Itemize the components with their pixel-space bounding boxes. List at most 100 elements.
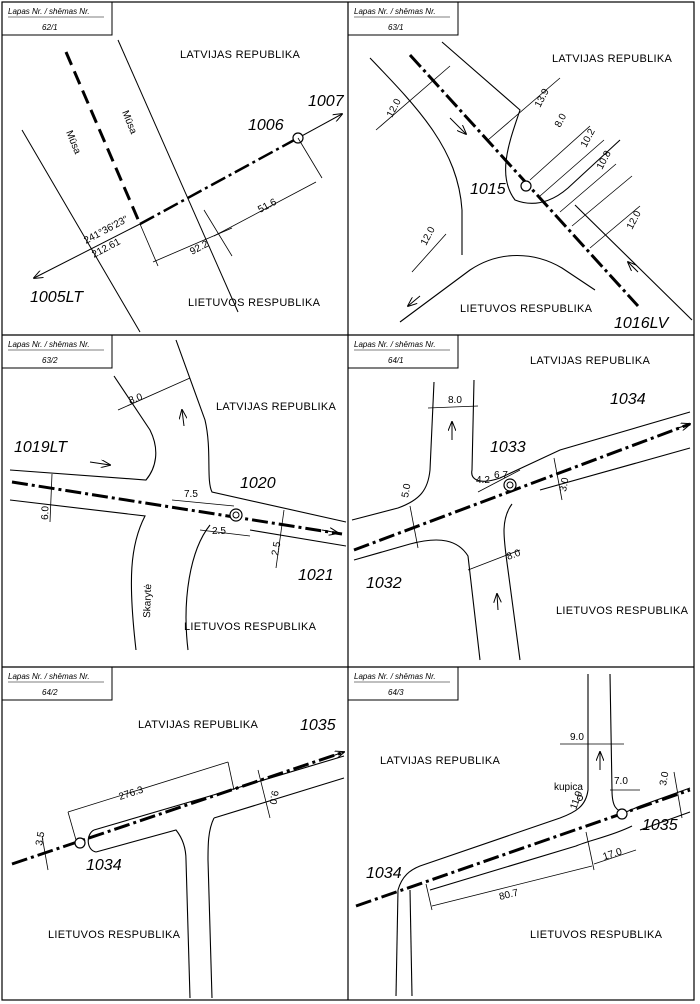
- header-label: Lapas Nr. / shēmas Nr.: [354, 7, 436, 16]
- flow-arrows: [89, 410, 338, 533]
- river-label: Mūsa: [119, 109, 139, 136]
- country-label-latvia: LATVIJAS REPUBLIKA: [530, 355, 650, 367]
- dimension-label: 8.0: [553, 112, 569, 130]
- point-label: 1006: [248, 117, 284, 134]
- header-label: Lapas Nr. / shēmas Nr.: [354, 672, 436, 681]
- boundary-marker: [74, 837, 86, 849]
- point-label: 1007: [308, 93, 345, 110]
- dimension-label: 12.0: [625, 209, 644, 232]
- point-label: 1032: [366, 575, 402, 592]
- country-label-latvia: LATVIJAS REPUBLIKA: [138, 719, 258, 731]
- panel-62-1: Lapas Nr. / shēmas Nr. 62/1 Mūsa Mūsa 10…: [1, 1, 345, 333]
- boundary-marker: [520, 180, 532, 192]
- dimension-lines: [409, 405, 563, 571]
- sheet-header: Lapas Nr. / shēmas Nr. 64/3: [347, 666, 459, 701]
- dimension-label: 5.0: [400, 482, 413, 498]
- country-label-lithuania: LIETUVOS RESPUBLIKA: [48, 929, 181, 941]
- direction-line: [34, 223, 141, 278]
- dimension-label: 8.0: [448, 395, 462, 406]
- panel-64-2: Lapas Nr. / shēmas Nr. 64/2 276.3 3.5 9.…: [1, 666, 345, 999]
- country-label-lithuania: LIETUVOS RESPUBLIKA: [460, 303, 593, 315]
- point-label: 1020: [240, 475, 276, 492]
- dimension-lines: [41, 761, 271, 871]
- dimension-label: 8.0: [505, 548, 522, 563]
- dimension-label: 17.0: [602, 846, 624, 863]
- point-label: 1021: [298, 567, 334, 584]
- river-label: Mūsa: [63, 129, 83, 156]
- sheet-number: 63/2: [42, 356, 58, 365]
- dimension-label: 9.0: [267, 789, 280, 805]
- kupica-marker: [577, 795, 583, 801]
- point-label: 1034: [86, 857, 122, 874]
- dimension-label: 51.6: [256, 197, 279, 216]
- boundary-line: [353, 422, 691, 552]
- panel-64-1: Lapas Nr. / shēmas Nr. 64/1 8.0 5.0: [347, 334, 691, 661]
- sheet-header: Lapas Nr. / shēmas Nr. 63/1: [347, 1, 459, 36]
- dimension-label: 3.0: [658, 770, 671, 786]
- boundary-marker-inner: [506, 481, 514, 489]
- dimension-label: 8.0: [127, 392, 144, 407]
- panel-63-1: Lapas Nr. / shēmas Nr. 63/1 12.0: [347, 1, 693, 332]
- dimension-label: 7.5: [184, 489, 198, 500]
- dimension-label: 9.0: [570, 732, 584, 743]
- flow-arrows: [408, 117, 639, 306]
- kupica-label: kupica: [554, 782, 583, 793]
- panel-63-2: Lapas Nr. / shēmas Nr. 63/2 8.0 6.0: [1, 334, 347, 651]
- country-label-lithuania: LIETUVOS RESPUBLIKA: [184, 621, 317, 633]
- dimension-label: 3.5: [34, 830, 47, 846]
- point-label: 1016LV: [614, 315, 670, 332]
- boundary-line: [408, 53, 640, 308]
- sheet-header: Lapas Nr. / shēmas Nr. 62/1: [1, 1, 113, 36]
- dimension-lines: [425, 743, 683, 911]
- header-label: Lapas Nr. / shēmas Nr.: [8, 7, 90, 16]
- point-label: 1035: [300, 717, 336, 734]
- point-label: 1005LT: [30, 289, 84, 306]
- country-label-latvia: LATVIJAS REPUBLIKA: [180, 49, 300, 61]
- river-banks: [21, 39, 239, 333]
- country-label-latvia: LATVIJAS REPUBLIKA: [552, 53, 672, 65]
- road-edges: [9, 339, 347, 651]
- point-label: 1034: [610, 391, 646, 408]
- sheet-number: 64/1: [388, 356, 404, 365]
- header-label: Lapas Nr. / shēmas Nr.: [8, 672, 90, 681]
- dimension-label: 92.2: [188, 239, 211, 258]
- boundary-marker: [503, 478, 517, 492]
- boundary-marker: [229, 508, 243, 522]
- sheet-number: 64/3: [388, 688, 404, 697]
- country-label-lithuania: LIETUVOS RESPUBLIKA: [530, 929, 663, 941]
- direction-arrow: [331, 752, 344, 756]
- sheet-number: 62/1: [42, 23, 58, 32]
- direction-line: [297, 114, 342, 139]
- road-label: Skarytė: [142, 583, 154, 618]
- panel-64-3: Lapas Nr. / shēmas Nr. 64/3 9.0 7.0: [347, 666, 691, 997]
- dimension-label: 6.0: [40, 505, 51, 520]
- dimension-lines: [139, 137, 323, 267]
- dimension-label: 13.9: [533, 87, 552, 110]
- country-label-latvia: LATVIJAS REPUBLIKA: [380, 755, 500, 767]
- dimension-lines: [49, 377, 285, 569]
- dimension-label: 10.2: [579, 127, 598, 150]
- boundary-marker-inner: [232, 511, 240, 519]
- sheet-header: Lapas Nr. / shēmas Nr. 64/2: [1, 666, 113, 701]
- sheet-header: Lapas Nr. / shēmas Nr. 63/2: [1, 334, 113, 369]
- road-edges: [395, 673, 691, 997]
- boundary-line: [355, 788, 691, 908]
- sheet-header: Lapas Nr. / shēmas Nr. 64/1: [347, 334, 459, 369]
- dimension-label: 80.7: [498, 887, 520, 902]
- dimension-lines: [375, 65, 641, 273]
- boundary-line: [11, 750, 345, 866]
- dimension-label: 6.7: [494, 470, 508, 481]
- road-edges: [369, 41, 693, 323]
- river-centerline: [64, 51, 142, 225]
- sheet-number: 64/2: [42, 688, 58, 697]
- point-label: 1019LT: [14, 439, 68, 456]
- country-label-lithuania: LIETUVOS RESPUBLIKA: [556, 605, 689, 617]
- direction-arrow: [677, 424, 690, 428]
- header-label: Lapas Nr. / shēmas Nr.: [354, 340, 436, 349]
- country-label-latvia: LATVIJAS REPUBLIKA: [216, 401, 336, 413]
- dimension-label: 12.0: [419, 225, 438, 248]
- dimension-label: 2.5: [212, 526, 226, 537]
- sheet-number: 63/1: [388, 23, 404, 32]
- header-label: Lapas Nr. / shēmas Nr.: [8, 340, 90, 349]
